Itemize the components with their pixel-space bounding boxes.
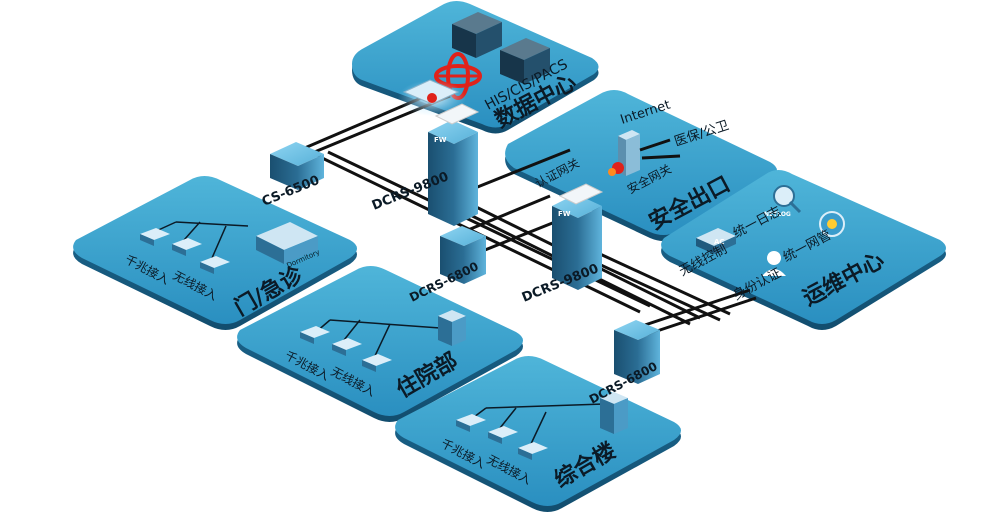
wireless-controller-icon [696, 228, 736, 254]
outpatient-tree-links [153, 221, 249, 259]
zone-inpatient [237, 266, 523, 422]
wlan-ap-icon [518, 442, 548, 460]
wlan-ap-icon [362, 354, 392, 372]
agg-switch-inpatient [440, 226, 486, 284]
server-stack-1 [452, 12, 502, 58]
firewall-flame-icon [608, 162, 624, 176]
l2-switch-icon [172, 238, 202, 256]
ac-badge: AC [714, 238, 725, 246]
zone-complex-building [395, 356, 681, 512]
l2-switch-icon [332, 338, 362, 356]
data-storage-disk-icon [398, 79, 466, 116]
netlog-badge: NETLOG [764, 211, 791, 218]
zone-security-exit [505, 90, 777, 241]
l2-switch-icon [456, 414, 486, 432]
inpatient-building-icon [438, 310, 466, 346]
core-right-fw-badge: FW [558, 210, 571, 218]
wlan-ap-icon [200, 256, 230, 274]
cs6500-switch [270, 142, 324, 190]
complex-building-icon [600, 392, 628, 434]
server-stack-2 [500, 38, 550, 84]
nms-icon [819, 211, 845, 237]
core-switch-left [428, 103, 480, 226]
dormitory-building-icon [256, 222, 318, 264]
l2-switch-icon [300, 326, 330, 344]
core-switch-right [552, 183, 604, 290]
core-left-fw-badge: FW [434, 136, 447, 144]
security-links [639, 138, 681, 160]
agg-switch-complex [614, 320, 660, 384]
l2-switch-icon [488, 426, 518, 444]
l2-switch-icon [140, 228, 170, 246]
zone-ops-center [661, 170, 946, 330]
netlog-icon [773, 185, 802, 214]
identity-user-icon [762, 251, 786, 276]
